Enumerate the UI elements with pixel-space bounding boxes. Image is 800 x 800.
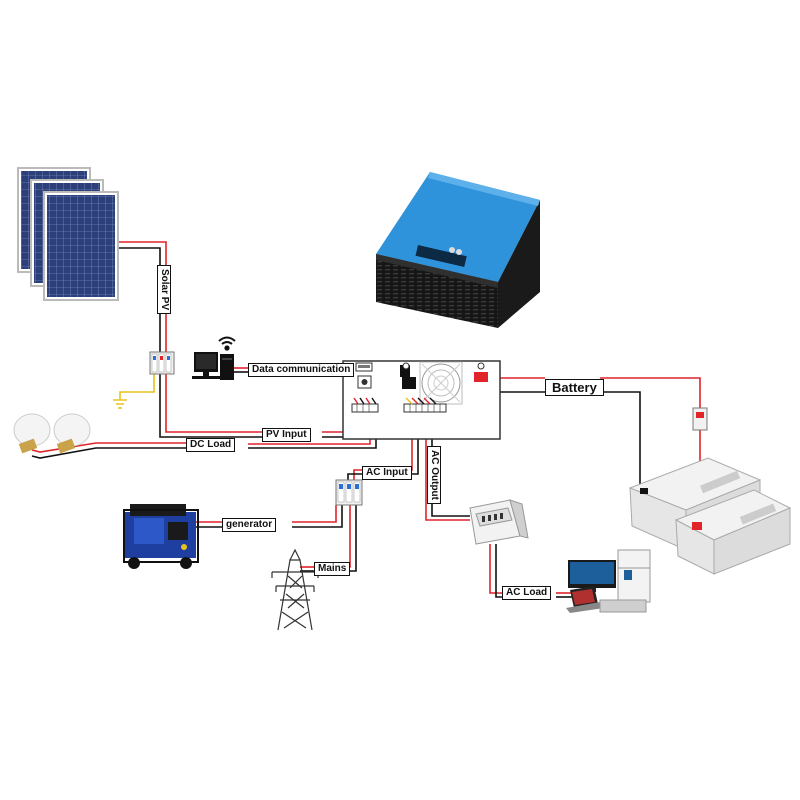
light-bulb-icon bbox=[13, 413, 91, 454]
laptop-icon bbox=[566, 586, 604, 613]
data-communication-label: Data communication bbox=[248, 363, 355, 377]
fan-icon bbox=[419, 361, 463, 405]
pv-input-label: PV Input bbox=[262, 428, 311, 442]
power-tower-icon bbox=[271, 548, 319, 631]
inverter-icon bbox=[376, 172, 540, 338]
breaker-icon bbox=[692, 407, 708, 431]
wifi-icon bbox=[218, 336, 236, 351]
monitor-icon bbox=[568, 560, 616, 592]
generator-label: generator bbox=[222, 518, 277, 532]
ac-input-label: AC Input bbox=[362, 466, 412, 480]
solar-pv-label: Solar PV bbox=[157, 265, 171, 315]
solar-panel-icon bbox=[17, 167, 119, 301]
ground-icon bbox=[113, 399, 127, 409]
mains-label: Mains bbox=[314, 562, 351, 576]
inverter-terminal-panel bbox=[342, 360, 501, 440]
battery-icon bbox=[628, 457, 792, 575]
computer-icon bbox=[192, 352, 234, 380]
breaker-icon bbox=[149, 351, 175, 375]
battery-label: Battery bbox=[545, 379, 604, 396]
distribution-box-icon bbox=[469, 499, 529, 545]
ac-load-label: AC Load bbox=[502, 586, 552, 600]
generator-icon bbox=[123, 504, 199, 569]
refrigerator-icon bbox=[617, 549, 651, 603]
dc-load-label: DC Load bbox=[186, 438, 236, 452]
ac-output-label: AC Output bbox=[427, 446, 441, 504]
breaker-icon bbox=[335, 479, 363, 506]
monitor-icon bbox=[599, 599, 647, 613]
